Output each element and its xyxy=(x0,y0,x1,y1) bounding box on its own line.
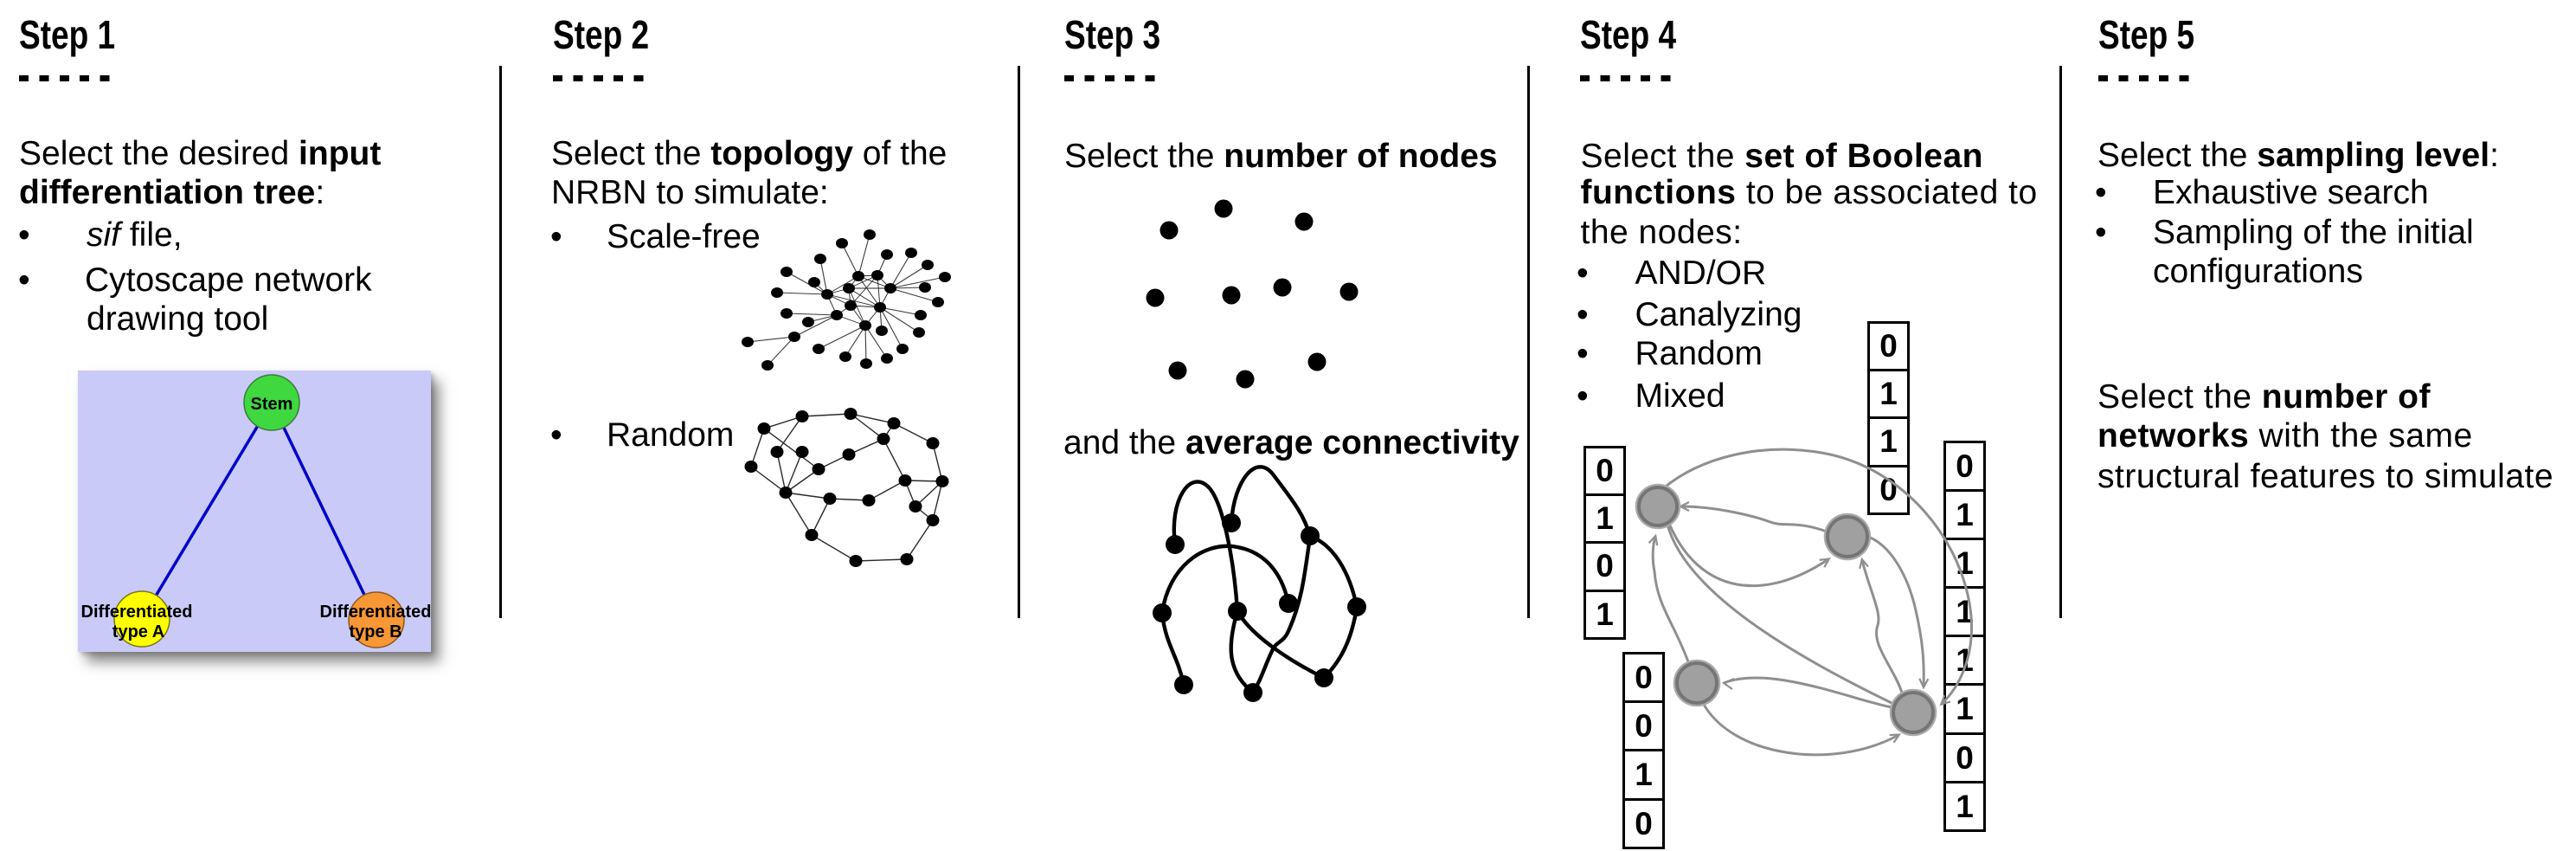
svg-text:Differentiated: Differentiated xyxy=(81,603,193,622)
svg-text:Differentiated: Differentiated xyxy=(320,603,431,622)
svg-text:type A: type A xyxy=(112,622,164,641)
svg-text:Stem: Stem xyxy=(251,395,293,414)
svg-text:type B: type B xyxy=(349,622,401,641)
